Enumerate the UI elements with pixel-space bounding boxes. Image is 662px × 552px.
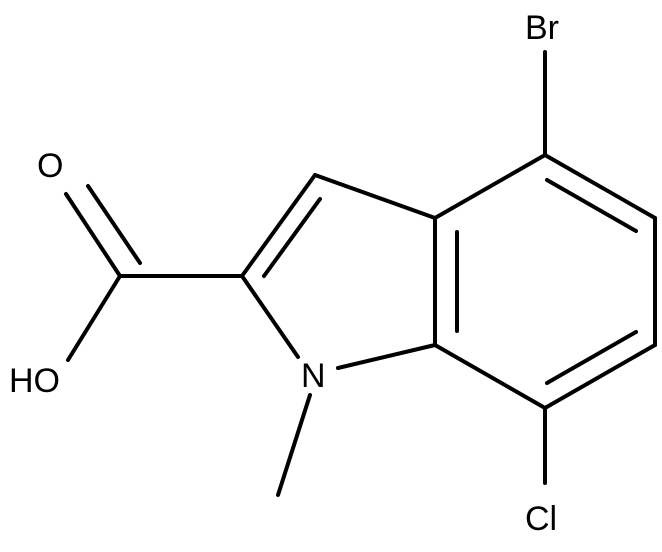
bond-c3a-c4 [433,153,547,220]
bond-n1-c7a [336,343,437,370]
bond-c7-c7a [433,343,547,410]
atom-label-cl: Cl [525,500,557,538]
bond-n1-methyl [276,393,312,497]
bond-carbonyl-2 [86,184,142,265]
atom-label-o: O [37,147,63,185]
bond-c6-c7-inner [545,330,638,385]
bond-c4-c5 [543,153,657,220]
bond-c3-c2-inner [262,197,322,278]
atom-label-br: Br [525,9,559,47]
bonds [64,50,657,497]
bond-c3-c2 [240,173,317,278]
bond-c4-c5-inner [545,178,638,233]
bond-c3a-c3 [313,173,437,220]
atom-label-ho: HO [9,362,60,400]
bond-carbonyl-1 [64,192,122,278]
bond-c2-n1 [240,274,300,359]
atom-label-n: N [301,357,326,395]
bond-c6-c7 [543,343,657,410]
bond-c-oh [66,274,122,362]
atom-labels: Br Cl N O HO [9,9,559,538]
